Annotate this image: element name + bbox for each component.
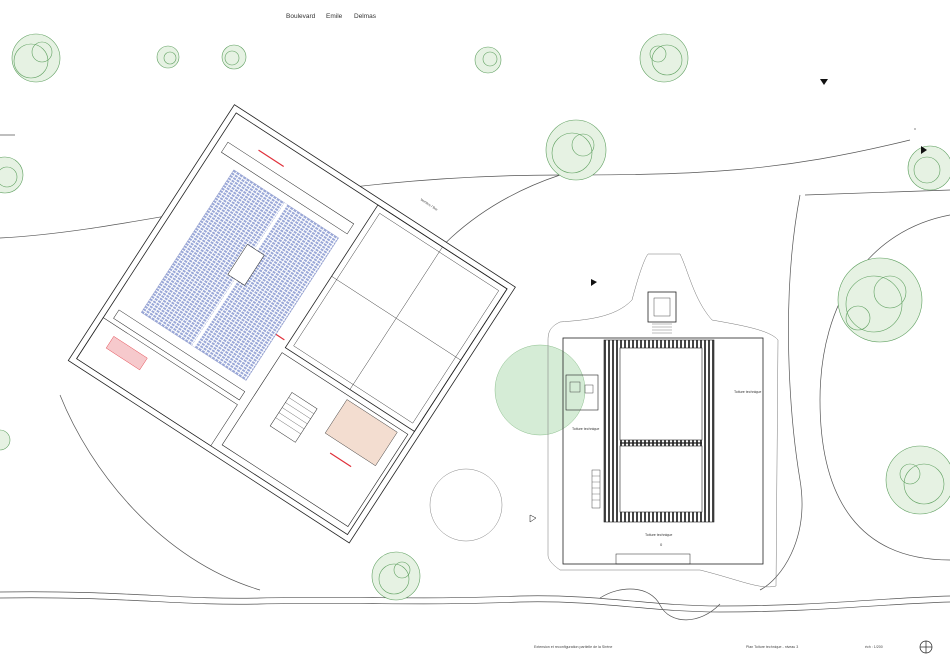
toiture-label-right: Toiture technique [734, 390, 761, 394]
roof-void-bottom [619, 445, 703, 513]
control-desk [227, 243, 265, 286]
project-title: Extension et reconfiguration partielle d… [534, 645, 613, 649]
lawn-disk [494, 344, 586, 436]
side-corridor [113, 309, 246, 401]
annex-stair [591, 469, 601, 509]
warm-rooms [324, 399, 398, 467]
stage-grid [293, 213, 500, 424]
tree [474, 46, 502, 74]
tree [837, 257, 923, 343]
annex-bottom-exit [615, 553, 691, 565]
paving-circle [429, 468, 503, 542]
tree [907, 145, 950, 191]
tree [885, 445, 950, 515]
street-name-word-3: Delmas [354, 13, 377, 20]
drawing-scale: éch : 1/200 [865, 645, 883, 649]
toiture-label-bottom: Toiture technique [645, 533, 672, 537]
trees [0, 33, 950, 601]
street-name-word-1: Boulevard [286, 13, 316, 20]
tree [639, 33, 689, 83]
service-wing [221, 352, 409, 527]
annex-building [547, 253, 779, 588]
red-zone [105, 336, 148, 371]
stair [269, 392, 318, 443]
foyer-corridor [221, 141, 355, 235]
tree [545, 119, 607, 181]
tree [371, 551, 421, 601]
compass-icon [919, 640, 933, 654]
level-mark: 0 [660, 542, 663, 547]
tree [0, 156, 24, 194]
tree [11, 33, 61, 83]
entrance-hall [76, 317, 238, 447]
annex-plinth [547, 253, 779, 588]
outer-wall [67, 104, 516, 544]
roof-void-top [619, 347, 703, 441]
tree [221, 44, 247, 70]
sheet-title: Plan Toiture technique - niveau 3 [746, 645, 799, 649]
main-building [67, 104, 516, 544]
toiture-label-left: Toiture technique [572, 427, 599, 431]
tree [0, 429, 11, 451]
tree [156, 45, 180, 69]
street-name-word-2: Emile [326, 13, 343, 20]
annex-entry-tower [647, 291, 677, 323]
tech-room [565, 374, 599, 411]
skylight-label: Verrière / fixe [419, 197, 438, 211]
